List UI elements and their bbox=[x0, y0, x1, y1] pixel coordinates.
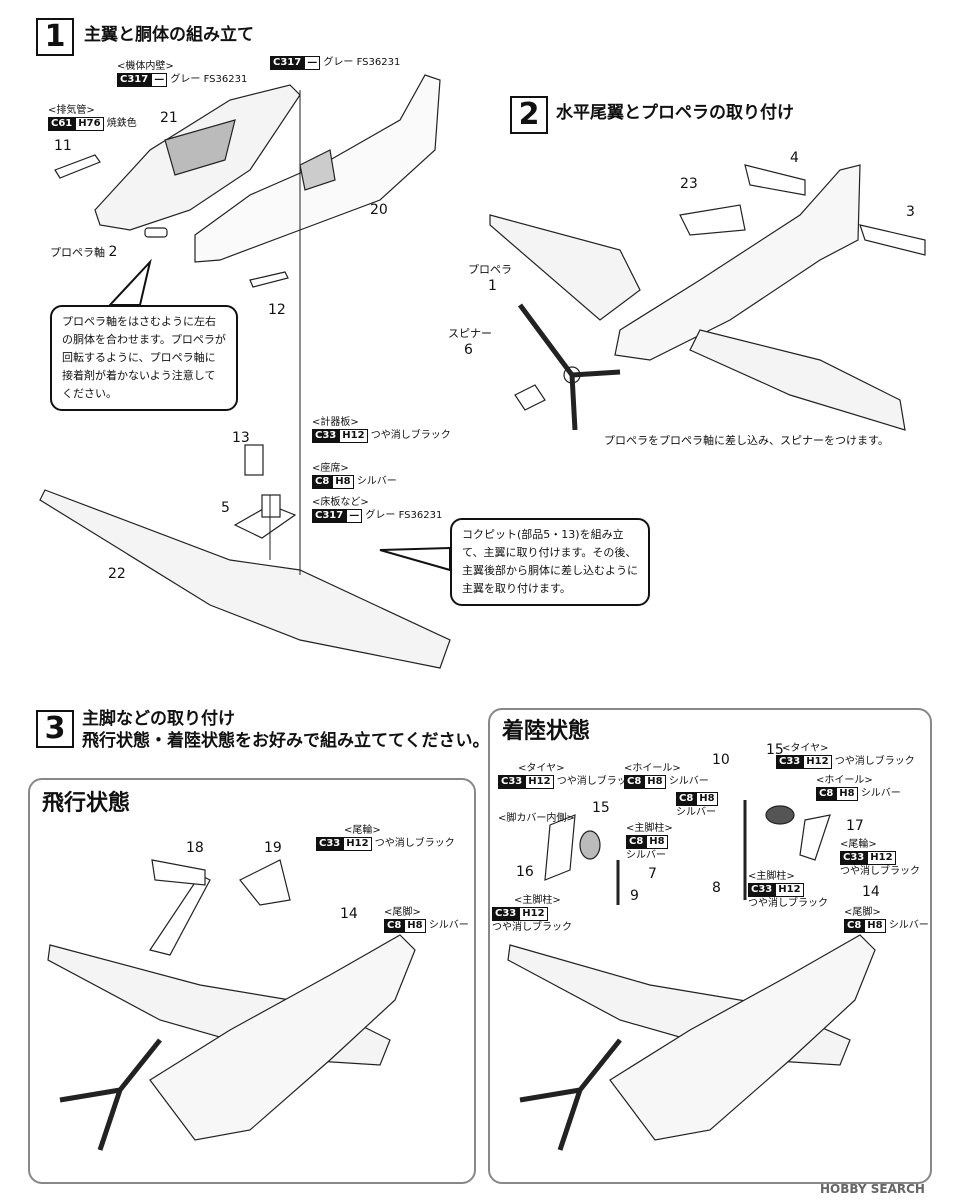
callout-prop-shaft: プロペラ軸をはさむように左右の胴体を合わせます。プロペラが回転するように、プロペ… bbox=[50, 305, 238, 411]
part-number: 17 bbox=[846, 818, 864, 834]
part-number: 7 bbox=[648, 866, 657, 882]
part-number: 14 bbox=[340, 906, 358, 922]
step-2-number: 2 bbox=[510, 96, 548, 134]
landing-panel bbox=[488, 708, 932, 1184]
part-number: 10 bbox=[712, 752, 730, 768]
part-number: 18 bbox=[186, 840, 204, 856]
part-number: 9 bbox=[630, 888, 639, 904]
spinner-label: スピナー bbox=[448, 327, 492, 340]
flight-panel bbox=[28, 778, 476, 1184]
step-3-number: 3 bbox=[36, 710, 74, 748]
part-number: 1 bbox=[488, 278, 497, 294]
part-number: 8 bbox=[712, 880, 721, 896]
paint-floor: <床板など> C317— グレー FS36231 bbox=[312, 497, 443, 523]
part-number: 4 bbox=[790, 150, 799, 166]
step-3-subtitle: 飛行状態・着陸状態をお好みで組み立ててください。 bbox=[82, 731, 490, 751]
paint-fuselage: C317— グレー FS36231 bbox=[270, 56, 400, 70]
part-number: 11 bbox=[54, 138, 72, 154]
part-number: 12 bbox=[268, 302, 286, 318]
propeller-label: プロペラ bbox=[468, 263, 512, 276]
paint-cover-inner: <脚カバー内側> bbox=[498, 813, 575, 824]
paint-interior-wall: <機体内壁> C317— グレー FS36231 bbox=[117, 61, 248, 87]
callout-cockpit: コクピット(部品5・13)を組み立て、主翼に取り付けます。その後、主翼後部から胴… bbox=[450, 518, 650, 606]
part-number: 23 bbox=[680, 176, 698, 192]
part-number: 22 bbox=[108, 566, 126, 582]
watermark: HOBBY SEARCH bbox=[820, 1182, 925, 1196]
flight-panel-title: 飛行状態 bbox=[42, 791, 131, 816]
part-number: 15 bbox=[592, 800, 610, 816]
prop-shaft-label: プロペラ軸 2 bbox=[50, 244, 118, 260]
step-1-number: 1 bbox=[36, 18, 74, 56]
part-number: 21 bbox=[160, 110, 178, 126]
part-number: 20 bbox=[370, 202, 388, 218]
step-1-title: 主翼と胴体の組み立て bbox=[84, 25, 254, 45]
step-3-title: 主脚などの取り付け bbox=[82, 709, 235, 729]
part-number: 15 bbox=[766, 742, 784, 758]
part-number: 6 bbox=[464, 342, 473, 358]
part-number: 16 bbox=[516, 864, 534, 880]
part-number: 13 bbox=[232, 430, 250, 446]
part-number: 3 bbox=[906, 204, 915, 220]
part-number: 19 bbox=[264, 840, 282, 856]
part-number: 5 bbox=[221, 500, 230, 516]
step-2-title: 水平尾翼とプロペラの取り付け bbox=[556, 103, 794, 123]
step-2-note: プロペラをプロペラ軸に差し込み、スピナーをつけます。 bbox=[604, 434, 889, 447]
landing-panel-title: 着陸状態 bbox=[502, 719, 591, 744]
part-number: 14 bbox=[862, 884, 880, 900]
